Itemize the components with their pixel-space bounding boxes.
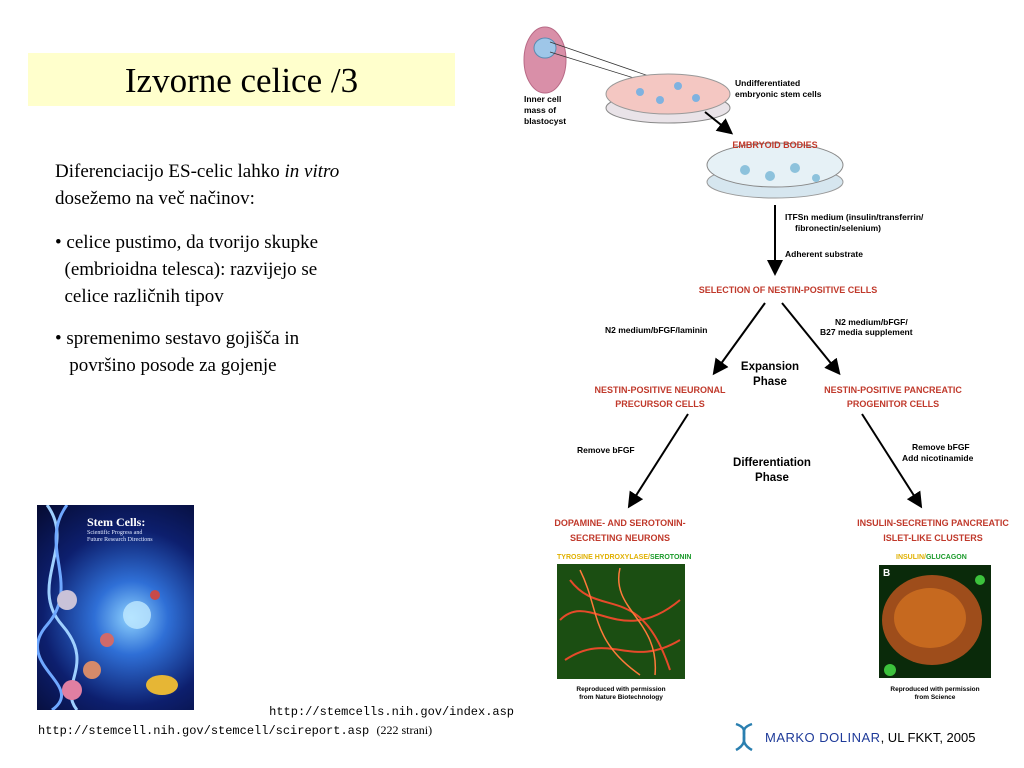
remove-bfgf-right-label-2: Add nicotinamide (902, 453, 974, 463)
credit-right-1: Reproduced with permission (890, 686, 979, 693)
bullet-1-line-3: celice različnih tipov (55, 286, 224, 307)
intro-line-1: Diferenciacijo ES-celic lahko in vitro (55, 161, 339, 182)
adherent-substrate-label: Adherent substrate (785, 249, 863, 259)
differentiation-diagram: Inner cell mass of blastocyst Undifferen… (523, 26, 1009, 701)
slide-title: Izvorne celice /3 (124, 61, 359, 100)
bullet-1: • celice pustimo, da tvorijo skupke (emb… (55, 229, 435, 310)
book-cover-art (37, 505, 178, 710)
stain-right-label: INSULIN/GLUCAGON (896, 554, 967, 561)
remove-bfgf-right-label-1: Remove bFGF (912, 442, 970, 452)
book-cover-image: Stem Cells: Scientific Progress and Futu… (37, 505, 194, 710)
dna-logo-icon (735, 722, 753, 752)
stain-left-label: TYROSINE HYDROXYLASE/SEROTONIN (557, 554, 691, 561)
expansion-phase-label-2: Phase (753, 376, 787, 388)
embryoid-bodies-dish (706, 142, 844, 199)
intro-line-1-text: Diferenciacijo ES-celic lahko (55, 161, 285, 182)
neurons-label-1: DOPAMINE- AND SEROTONIN- (554, 518, 685, 528)
differentiation-phase-label-1: Differentiation (733, 457, 811, 469)
credit-left-2: from Nature Biotechnology (579, 694, 663, 701)
url-page-count: (222 strani) (376, 723, 433, 737)
inner-cell-label-2: mass of (524, 105, 556, 115)
inner-cell-label-3: blastocyst (524, 116, 566, 126)
url-scireport[interactable]: http://stemcell.nih.gov/stemcell/scirepo… (38, 724, 370, 738)
intro-line-2: dosežemo na več načinov: (55, 188, 255, 209)
neurons-micrograph (557, 564, 685, 679)
remove-bfgf-left-label: Remove bFGF (577, 445, 635, 455)
islets-label-1: INSULIN-SECRETING PANCREATIC (857, 518, 1009, 528)
url-scireport-line: http://stemcell.nih.gov/stemcell/scirepo… (38, 723, 432, 738)
n2-right-label-2: B27 media supplement (820, 327, 913, 337)
panel-b-label: B (883, 568, 890, 579)
differentiation-phase-label-2: Phase (755, 472, 789, 484)
stain-right-label-a: INSULIN/ (896, 554, 926, 561)
book-cover-title: Stem Cells: (87, 515, 146, 529)
selection-label: SELECTION OF NESTIN-POSITIVE CELLS (699, 285, 878, 295)
n2-right-label-1: N2 medium/bFGF/ (835, 317, 908, 327)
stem-cell-dish (605, 73, 731, 124)
in-vitro-term: in vitro (284, 161, 340, 182)
n2-left-label: N2 medium/bFGF/laminin (605, 325, 707, 335)
footer-author: MARKO DOLINAR (765, 730, 881, 745)
blastocyst-illustration (523, 26, 567, 94)
intro-text: Diferenciacijo ES-celic lahko in vitro d… (55, 158, 435, 212)
pancreatic-progenitor-label-2: PROGENITOR CELLS (847, 399, 939, 409)
footer-affiliation: , UL FKKT, 2005 (880, 730, 976, 745)
credit-left-1: Reproduced with permission (576, 686, 665, 693)
url-index[interactable]: http://stemcells.nih.gov/index.asp (269, 705, 514, 719)
itfsn-medium-label-2: fibronectin/selenium) (795, 223, 881, 233)
embryoid-bodies-label: EMBRYOID BODIES (732, 140, 817, 150)
credit-right-2: from Science (915, 694, 956, 701)
expansion-phase-label-1: Expansion (741, 361, 799, 373)
inner-cell-label-1: Inner cell (524, 94, 561, 104)
stain-left-label-b: SEROTONIN (650, 554, 692, 561)
undifferentiated-label-1: Undifferentiated (735, 78, 800, 88)
book-cover-subtitle: Scientific Progress and Future Research … (87, 530, 153, 543)
islets-micrograph (879, 565, 991, 678)
undifferentiated-label-2: embryonic stem cells (735, 89, 822, 99)
itfsn-medium-label-1: ITFSn medium (insulin/transferrin/ (785, 212, 924, 222)
neuronal-precursor-label-2: PRECURSOR CELLS (615, 399, 705, 409)
bullet-1-line-2: (embrioidna telesca): razvijejo se (55, 259, 318, 280)
bullet-2-line-1: • spremenimo sestavo gojišča in (55, 328, 300, 349)
bullet-2: • spremenimo sestavo gojišča in površino… (55, 325, 435, 379)
neuronal-precursor-label-1: NESTIN-POSITIVE NEURONAL (594, 385, 726, 395)
pancreatic-progenitor-label-1: NESTIN-POSITIVE PANCREATIC (824, 385, 962, 395)
bullet-2-line-2: površino posode za gojenje (55, 355, 277, 376)
stain-left-label-a: TYROSINE HYDROXYLASE/ (557, 554, 650, 561)
footer-credit: MARKO DOLINAR, UL FKKT, 2005 (765, 730, 975, 745)
stain-right-label-b: GLUCAGON (926, 554, 967, 561)
neurons-label-2: SECRETING NEURONS (570, 533, 670, 543)
islets-label-2: ISLET-LIKE CLUSTERS (883, 533, 983, 543)
bullet-1-line-1: • celice pustimo, da tvorijo skupke (55, 232, 319, 253)
title-banner: Izvorne celice /3 (28, 53, 455, 106)
